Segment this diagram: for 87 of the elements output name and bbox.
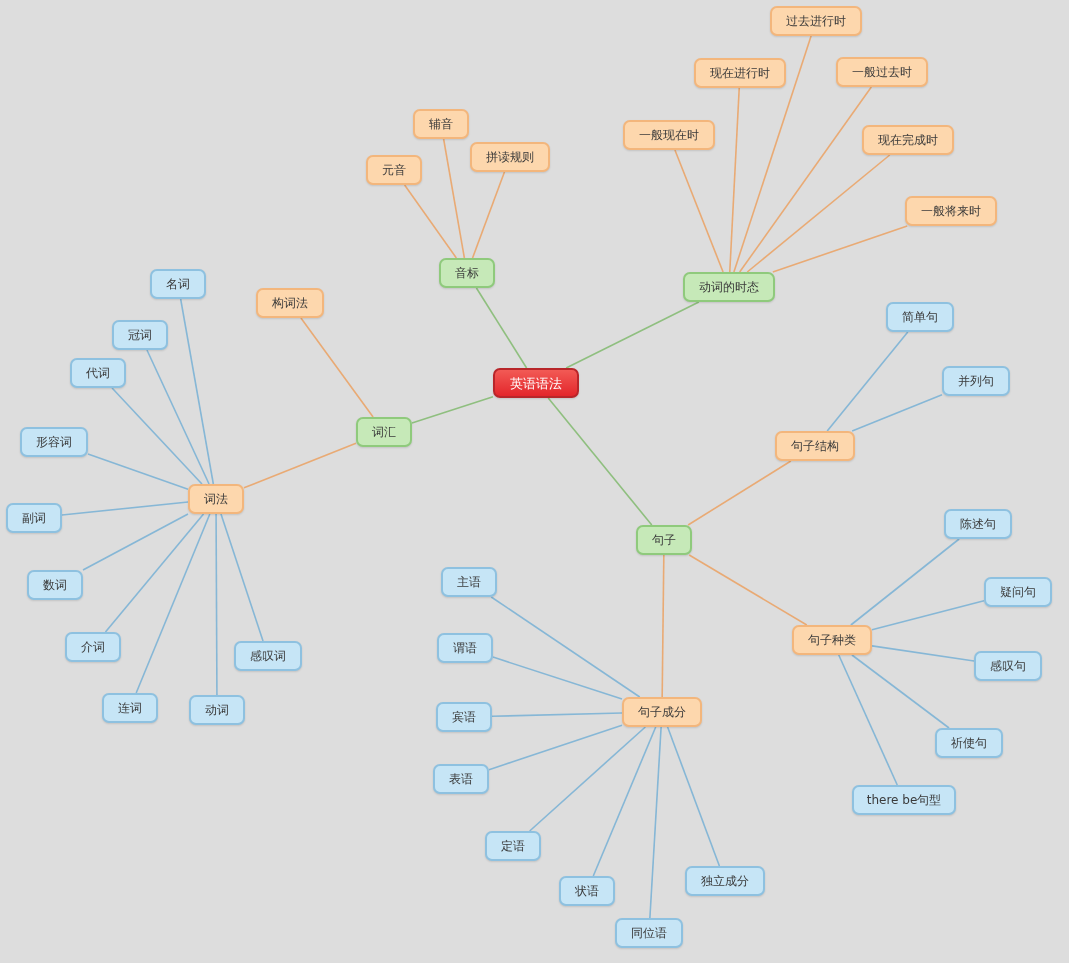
- connector-line: [491, 712, 623, 718]
- subtopic-box: 过去进行时: [770, 6, 862, 36]
- connector-line: [215, 513, 218, 696]
- connector-line: [649, 726, 662, 919]
- leaf-topic-box: 形容词: [20, 427, 88, 457]
- main-topic-box: 音标: [439, 258, 495, 288]
- connector-line: [661, 554, 665, 698]
- connector-line: [746, 154, 891, 273]
- leaf-topic-box: 表语: [433, 764, 489, 794]
- connector-line: [61, 501, 189, 516]
- leaf-topic-box: 定语: [485, 831, 541, 861]
- leaf-topic-box: 主语: [441, 567, 497, 597]
- connector-line: [688, 554, 808, 626]
- connector-line: [837, 654, 899, 786]
- connector-line: [179, 298, 215, 485]
- connector-line: [243, 442, 357, 489]
- connector-line: [738, 86, 873, 273]
- leaf-topic-box: 疑问句: [984, 577, 1052, 607]
- connector-line: [220, 513, 264, 642]
- leaf-topic-box: 并列句: [942, 366, 1010, 396]
- connector-line: [492, 656, 623, 700]
- main-topic-box: 词汇: [356, 417, 412, 447]
- subtopic-box: 现在进行时: [694, 58, 786, 88]
- connector-line: [674, 149, 724, 273]
- connector-line: [87, 453, 189, 490]
- connector-line: [728, 87, 741, 273]
- connector-line: [592, 726, 657, 877]
- leaf-topic-box: there be句型: [852, 785, 956, 815]
- connector-line: [82, 513, 189, 571]
- leaf-topic-box: 冠词: [112, 320, 168, 350]
- leaf-topic-box: 介词: [65, 632, 121, 662]
- leaf-topic-box: 独立成分: [685, 866, 765, 896]
- subtopic-box: 辅音: [413, 109, 469, 139]
- connector-line: [547, 397, 653, 526]
- main-topic-box: 句子: [636, 525, 692, 555]
- connector-line: [403, 184, 458, 259]
- subtopic-box: 一般将来时: [905, 196, 997, 226]
- leaf-topic-box: 动词: [189, 695, 245, 725]
- connector-line: [104, 513, 205, 633]
- connector-line: [475, 287, 528, 369]
- connector-line: [826, 331, 909, 432]
- connector-line: [565, 301, 700, 369]
- leaf-topic-box: 陈述句: [944, 509, 1012, 539]
- leaf-topic-box: 同位语: [615, 918, 683, 948]
- subtopic-box: 句子结构: [775, 431, 855, 461]
- leaf-topic-box: 连词: [102, 693, 158, 723]
- leaf-topic-box: 副词: [6, 503, 62, 533]
- root-topic-box: 英语语法: [493, 368, 579, 398]
- leaf-topic-box: 感叹句: [974, 651, 1042, 681]
- connector-line: [488, 724, 623, 771]
- connector-line: [850, 538, 960, 626]
- leaf-topic-box: 简单句: [886, 302, 954, 332]
- connector-line: [687, 460, 792, 526]
- leaf-topic-box: 数词: [27, 570, 83, 600]
- subtopic-box: 构词法: [256, 288, 324, 318]
- subtopic-box: 元音: [366, 155, 422, 185]
- connector-line: [871, 645, 975, 662]
- connector-line: [442, 138, 466, 259]
- connector-line: [851, 393, 943, 432]
- connector-line: [411, 396, 494, 424]
- connector-line: [471, 171, 506, 259]
- connector-line: [490, 596, 641, 698]
- connector-line: [528, 726, 647, 832]
- connector-line: [733, 35, 812, 273]
- leaf-topic-box: 祈使句: [935, 728, 1003, 758]
- subtopic-box: 句子种类: [792, 625, 872, 655]
- leaf-topic-box: 谓语: [437, 633, 493, 663]
- main-topic-box: 动词的时态: [683, 272, 775, 302]
- connector-line: [111, 387, 203, 485]
- leaf-topic-box: 宾语: [436, 702, 492, 732]
- leaf-topic-box: 名词: [150, 269, 206, 299]
- connector-line: [135, 513, 211, 694]
- connector-line: [146, 349, 210, 485]
- subtopic-box: 词法: [188, 484, 244, 514]
- connector-line: [851, 654, 950, 729]
- subtopic-box: 一般现在时: [623, 120, 715, 150]
- connector-line: [871, 599, 985, 631]
- subtopic-box: 现在完成时: [862, 125, 954, 155]
- subtopic-box: 拼读规则: [470, 142, 550, 172]
- leaf-topic-box: 代词: [70, 358, 126, 388]
- connector-line: [772, 225, 908, 273]
- connector-line: [300, 317, 374, 418]
- subtopic-box: 一般过去时: [836, 57, 928, 87]
- connector-line: [666, 726, 721, 867]
- subtopic-box: 句子成分: [622, 697, 702, 727]
- leaf-topic-box: 感叹词: [234, 641, 302, 671]
- leaf-topic-box: 状语: [559, 876, 615, 906]
